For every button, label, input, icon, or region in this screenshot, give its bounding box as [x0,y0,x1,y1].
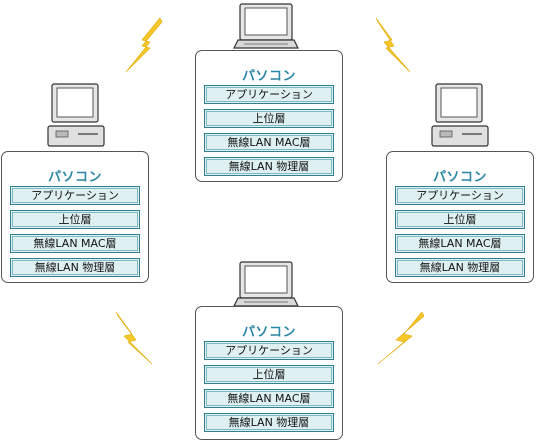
node-title: パソコン [241,325,296,340]
layer-upper: 上位層 [204,109,334,128]
layer-wlan-mac: 無線LAN MAC層 [204,389,334,408]
node-title: パソコン [432,170,487,185]
node-title: パソコン [241,69,296,84]
desktop-computer-icon [47,83,105,147]
lightning-icon [125,17,163,73]
layer-wlan-mac: 無線LAN MAC層 [10,234,140,253]
pc-node-top: パソコン アプリケーション 上位層 無線LAN MAC層 無線LAN 物理層 [195,50,343,182]
layer-wlan-mac: 無線LAN MAC層 [204,133,334,152]
lightning-icon [115,311,153,365]
desktop-computer-icon [431,83,489,147]
laptop-icon [233,3,299,49]
layer-upper: 上位層 [10,210,140,229]
layer-application: アプリケーション [204,85,334,104]
layer-wlan-phy: 無線LAN 物理層 [395,258,525,277]
layer-wlan-phy: 無線LAN 物理層 [204,413,334,432]
layer-application: アプリケーション [204,341,334,360]
laptop-icon [233,261,299,307]
layer-upper: 上位層 [204,365,334,384]
pc-node-right: パソコン アプリケーション 上位層 無線LAN MAC層 無線LAN 物理層 [386,151,534,283]
lightning-icon [377,311,425,365]
layer-application: アプリケーション [10,186,140,205]
node-title: パソコン [47,170,102,185]
lightning-icon [375,17,411,73]
layer-wlan-phy: 無線LAN 物理層 [10,258,140,277]
layer-wlan-mac: 無線LAN MAC層 [395,234,525,253]
layer-upper: 上位層 [395,210,525,229]
layer-application: アプリケーション [395,186,525,205]
pc-node-bottom: パソコン アプリケーション 上位層 無線LAN MAC層 無線LAN 物理層 [195,306,343,440]
pc-node-left: パソコン アプリケーション 上位層 無線LAN MAC層 無線LAN 物理層 [1,151,149,283]
layer-wlan-phy: 無線LAN 物理層 [204,157,334,176]
